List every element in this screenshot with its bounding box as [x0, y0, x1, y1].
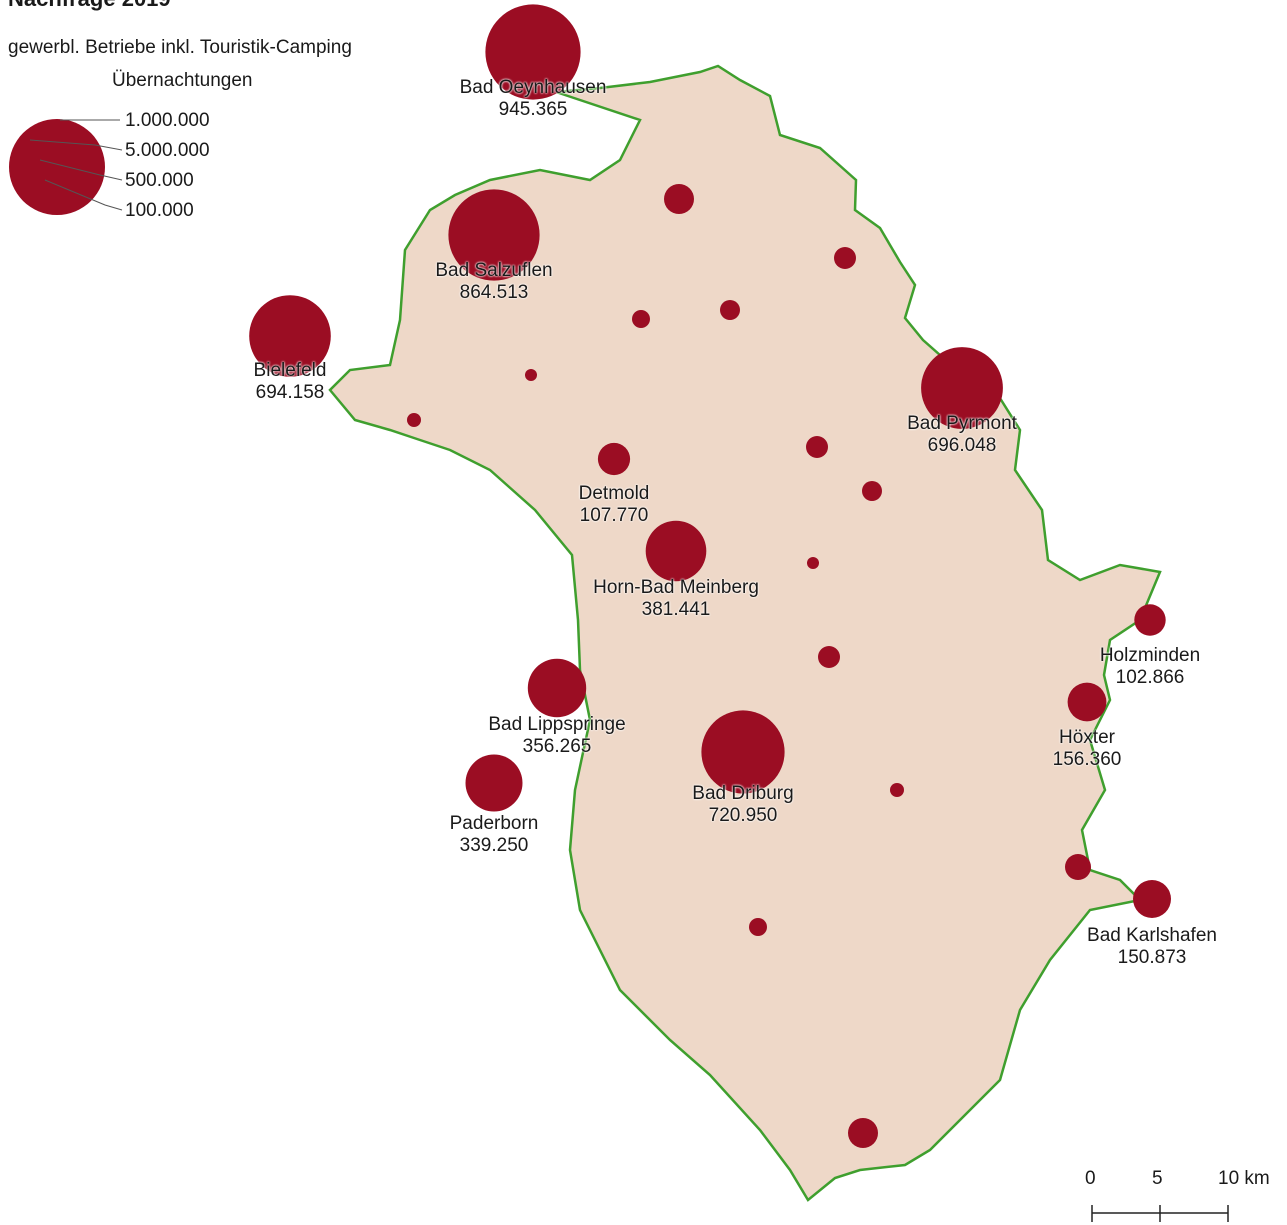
legend-circle-large	[9, 119, 105, 215]
city-value: 156.360	[1052, 749, 1122, 770]
city-name: Bad Karlshafen	[1087, 925, 1217, 946]
legend-leader	[44, 179, 123, 211]
small-symbol	[806, 436, 828, 458]
city-label-bad-lippspringe: Bad Lippspringe 356.265	[488, 714, 625, 758]
legend-leader	[29, 139, 123, 151]
city-label-paderborn: Paderborn 339.250	[450, 813, 539, 857]
small-symbol	[848, 1118, 878, 1148]
city-name: Höxter	[1059, 727, 1115, 748]
city-value: 381.441	[641, 599, 711, 620]
city-value: 720.950	[708, 805, 778, 826]
city-symbol-bad-karlshafen	[1133, 880, 1171, 918]
city-value: 107.770	[579, 505, 649, 526]
legend-unit: Übernachtungen	[112, 70, 253, 91]
city-symbol-bad-driburg	[701, 710, 785, 794]
small-symbol	[525, 369, 537, 381]
scale-label: 5	[1152, 1168, 1163, 1189]
small-symbol	[818, 646, 840, 668]
city-name: Bad Driburg	[692, 783, 794, 804]
small-symbol	[1065, 854, 1091, 880]
city-symbol-bad-lippspringe	[527, 658, 587, 718]
city-value: 694.158	[255, 382, 325, 403]
city-name: Horn-Bad Meinberg	[593, 577, 759, 598]
city-label-bad-salzuflen: Bad Salzuflen 864.513	[435, 260, 552, 304]
city-symbol-bielefeld	[249, 295, 331, 377]
city-label-bad-driburg: Bad Driburg 720.950	[692, 783, 793, 827]
city-name: Bad Lippspringe	[488, 714, 626, 735]
small-symbol	[720, 300, 740, 320]
small-symbol	[664, 184, 694, 214]
city-symbol-bad-pyrmont	[921, 347, 1003, 429]
city-symbol-h-xter	[1067, 682, 1107, 722]
legend-subtitle: gewerbl. Betriebe inkl. Touristik-Campin…	[8, 37, 352, 58]
scale-label: 10 km	[1218, 1168, 1270, 1189]
city-symbol-bad-salzuflen	[448, 189, 540, 281]
small-symbols	[407, 184, 1091, 1148]
city-label-bad-karlshafen: Bad Karlshafen 150.873	[1087, 925, 1217, 969]
map-title: Nachfrage 2019	[8, 0, 171, 10]
city-name: Bad Oeynhausen	[459, 77, 607, 98]
city-name: Paderborn	[449, 813, 539, 834]
city-value: 339.250	[459, 835, 529, 856]
city-name: Bad Salzuflen	[435, 260, 553, 281]
city-label-bad-pyrmont: Bad Pyrmont 696.048	[907, 413, 1017, 457]
small-symbol	[749, 918, 767, 936]
small-symbol	[890, 783, 904, 797]
city-symbol-paderborn	[465, 754, 523, 812]
city-label-horn-bad-meinberg: Horn-Bad Meinberg 381.441	[593, 577, 759, 621]
city-label-detmold: Detmold 107.770	[579, 483, 650, 527]
city-name: Detmold	[578, 483, 650, 504]
city-label-hoexter: Höxter 156.360	[1053, 727, 1122, 771]
city-value: 696.048	[927, 435, 997, 456]
small-symbol	[632, 310, 650, 328]
city-name: Holzminden	[1099, 645, 1201, 666]
small-symbol	[834, 247, 856, 269]
legend-size-label: 1.000.000	[125, 110, 210, 131]
city-value: 356.265	[522, 736, 592, 757]
city-label-bad-oeynhausen: Bad Oeynhausen 945.365	[460, 77, 607, 121]
city-label-holzminden: Holzminden 102.866	[1100, 645, 1200, 689]
small-symbol	[862, 481, 882, 501]
legend-symbols	[9, 119, 123, 215]
legend-size-label: 100.000	[125, 200, 194, 221]
small-symbol	[407, 413, 421, 427]
small-symbol	[807, 557, 819, 569]
city-value: 150.873	[1117, 947, 1187, 968]
city-value: 102.866	[1115, 667, 1185, 688]
city-symbol-bad-oeynhausen	[485, 4, 581, 100]
city-symbol-horn-bad-meinberg	[645, 520, 707, 582]
city-label-bielefeld: Bielefeld 694.158	[254, 360, 327, 404]
city-symbols	[249, 4, 1171, 918]
city-symbol-detmold	[597, 442, 631, 476]
scale-label: 0	[1085, 1168, 1096, 1189]
city-value: 945.365	[498, 99, 568, 120]
city-name: Bielefeld	[253, 360, 327, 381]
city-name: Bad Pyrmont	[907, 413, 1017, 434]
legend-size-label: 5.000.000	[125, 140, 210, 161]
city-symbol-holzminden	[1134, 604, 1166, 636]
city-value: 864.513	[459, 282, 529, 303]
legend-size-label: 500.000	[125, 170, 194, 191]
legend-leader	[39, 159, 123, 181]
scale-bar	[1091, 1205, 1229, 1222]
